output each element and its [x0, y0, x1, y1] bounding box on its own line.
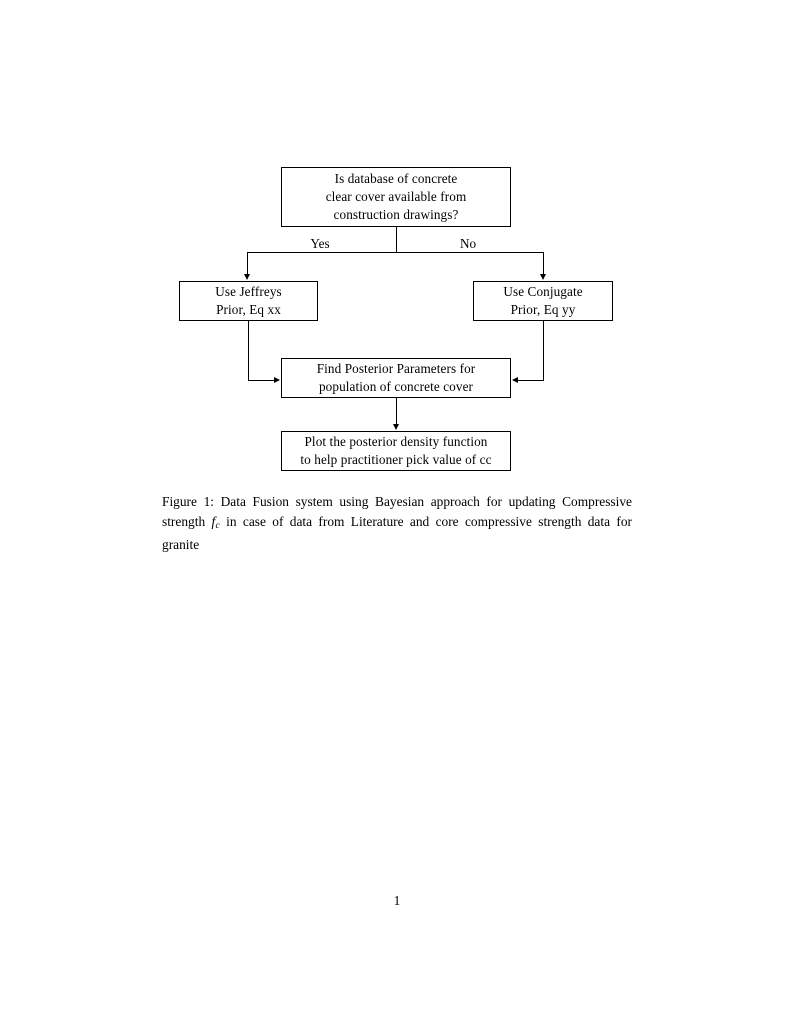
decision-line-2: clear cover available from — [325, 189, 467, 204]
caption-math-subscript: c — [215, 519, 220, 531]
connector-conjugate-to-posterior — [518, 380, 544, 381]
plot-line-1: Plot the posterior density function — [304, 434, 488, 449]
conjugate-line-2: Prior, Eq yy — [510, 302, 576, 317]
connector-posterior-to-plot — [396, 398, 397, 425]
connector-branch-bar — [247, 252, 544, 253]
jeffreys-line-2: Prior, Eq xx — [216, 302, 281, 317]
connector-conjugate-drop — [543, 321, 544, 380]
caption-math-symbol: f — [211, 513, 216, 529]
connector-yes-drop — [247, 252, 248, 275]
decision-line-3: construction drawings? — [333, 207, 459, 222]
arrowhead-posterior-to-plot — [393, 424, 400, 430]
flowchart-node-decision-database-available[interactable]: Is database of concrete clear cover avai… — [281, 167, 511, 227]
decision-line-1: Is database of concrete — [334, 171, 458, 186]
connector-jeffreys-drop — [248, 321, 249, 380]
conjugate-line-1: Use Conjugate — [503, 284, 583, 299]
edge-label-no: No — [459, 236, 477, 251]
flowchart-node-find-posterior-parameters[interactable]: Find Posterior Parameters for population… — [281, 358, 511, 398]
page-number: 1 — [393, 893, 401, 908]
arrowhead-yes-to-jeffreys — [244, 274, 251, 280]
arrowhead-jeffreys-to-posterior — [274, 376, 280, 383]
jeffreys-line-1: Use Jeffreys — [215, 284, 282, 299]
flowchart-node-use-jeffreys-prior[interactable]: Use Jeffreys Prior, Eq xx — [179, 281, 318, 321]
flowchart-node-plot-posterior-density[interactable]: Plot the posterior density function to h… — [281, 431, 511, 471]
plot-line-2: to help practitioner pick value of cc — [300, 452, 492, 467]
connector-no-drop — [543, 252, 544, 275]
connector-decision-stem — [396, 227, 397, 253]
connector-jeffreys-to-posterior — [248, 380, 274, 381]
caption-text-before-math: Data Fusion system using Bayesian approa… — [162, 494, 632, 529]
flowchart-node-use-conjugate-prior[interactable]: Use Conjugate Prior, Eq yy — [473, 281, 613, 321]
figure-caption: Figure 1: Data Fusion system using Bayes… — [162, 492, 632, 555]
caption-text-after-math: in case of data from Literature and core… — [162, 513, 632, 553]
edge-label-yes: Yes — [310, 236, 330, 251]
arrowhead-conjugate-to-posterior — [512, 376, 518, 383]
arrowhead-no-to-conjugate — [540, 274, 547, 280]
posterior-line-2: population of concrete cover — [318, 379, 474, 394]
posterior-line-1: Find Posterior Parameters for — [316, 361, 476, 376]
caption-label: Figure 1: — [162, 494, 214, 509]
